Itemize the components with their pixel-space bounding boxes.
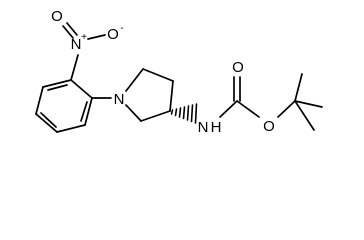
n-o-single-bond — [87, 34, 106, 40]
nitro-oxygen-top-label: O — [51, 8, 63, 25]
benzene-bond-1 — [70, 79, 93, 99]
methyl-bond-right — [294, 100, 323, 108]
nitro-nitrogen-label: N — [71, 36, 82, 53]
ring-bond-c4-c5 — [140, 110, 171, 122]
structure-canvas: N + O O - N N H O O — [35, 8, 323, 136]
hash-line-5 — [186, 105, 190, 121]
ester-oxygen-label: O — [263, 118, 275, 135]
carbonyl-oxygen-label: O — [232, 59, 244, 76]
hash-line-4 — [182, 106, 186, 120]
n-o-double-bond-a — [62, 25, 74, 39]
nitro-oxygen-side-label: O — [107, 26, 119, 43]
amide-hydrogen-label: H — [211, 119, 222, 136]
hash-line-7 — [194, 103, 198, 124]
ring-nitrogen-label: N — [114, 91, 125, 108]
n-o-double-bond-b — [66, 22, 78, 36]
benzene-bond-4 — [35, 113, 58, 133]
nitro-nitrogen-charge: + — [81, 32, 87, 43]
hash-line-3 — [178, 107, 182, 118]
amide-nitrogen-label: N — [198, 119, 209, 136]
ring-bond-n-c2 — [125, 68, 144, 92]
hash-line-2 — [174, 108, 178, 117]
methyl-bond-down — [294, 100, 315, 131]
ring-bond-c2-c3 — [142, 68, 174, 82]
c-nitro-bond — [70, 54, 79, 81]
benzene-double-bond-b — [40, 112, 57, 128]
benzene-bond-2 — [84, 97, 93, 126]
nitro-group: N + O O - — [51, 8, 124, 81]
benzene-ring — [35, 79, 93, 133]
benzene-double-bond-a — [80, 101, 88, 122]
benzene-bond-6 — [42, 79, 72, 88]
methyl-bond-up — [294, 73, 303, 102]
hash-line-6 — [190, 104, 194, 123]
tert-butyl-group — [277, 73, 323, 131]
benzene-bond-3 — [56, 124, 86, 133]
benzene-bond-5 — [35, 86, 44, 115]
ester-o-quaternary-c-bond — [277, 100, 296, 118]
nitro-oxygen-charge: - — [120, 23, 123, 34]
benzene-double-bond-c — [47, 84, 68, 91]
ring-bond-c3-c4 — [169, 80, 174, 112]
hash-line-1 — [170, 109, 174, 115]
carbonyl-ester-o-bond — [236, 100, 260, 118]
pyrrolidine-ring: N — [114, 68, 174, 122]
nh-carbonyl-bond — [219, 100, 238, 118]
ring-bond-c5-n — [125, 104, 142, 122]
hashed-wedge-bond — [170, 103, 198, 124]
